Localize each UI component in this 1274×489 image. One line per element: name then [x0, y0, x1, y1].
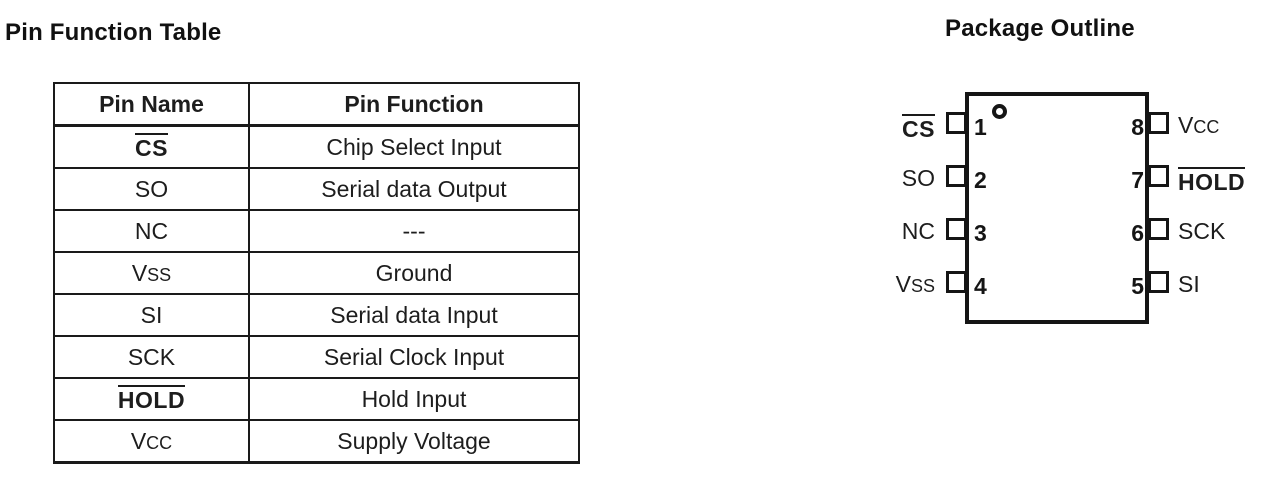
cell-pin-function: Serial Clock Input: [248, 335, 580, 379]
cell-pin-name: SO: [53, 167, 250, 211]
pin-label-so: SO: [901, 165, 935, 191]
pin-number-2: 2: [974, 167, 987, 193]
pin-number-4: 4: [974, 273, 987, 299]
cell-pin-function: Supply Voltage: [248, 419, 580, 464]
pin-pad-2: [946, 165, 967, 187]
pin-label-vcc: VCC: [1178, 112, 1220, 138]
pin-number-6: 6: [1131, 220, 1144, 246]
page-title-pin-function-table: Pin Function Table: [5, 19, 222, 46]
cell-pin-name: SI: [53, 293, 250, 337]
page-title-package-outline: Package Outline: [945, 15, 1135, 42]
pin-label-si: SI: [1178, 271, 1200, 297]
pin-pad-7: [1148, 165, 1169, 187]
cell-pin-function: Ground: [248, 251, 580, 295]
cell-pin-function: ---: [248, 209, 580, 253]
column-header-pin-name: Pin Name: [53, 82, 250, 127]
column-header-pin-function: Pin Function: [248, 82, 580, 127]
pin-number-5: 5: [1131, 273, 1144, 299]
pin-pad-8: [1148, 112, 1169, 134]
cell-pin-name: VSS: [53, 251, 250, 295]
pin-number-1: 1: [974, 114, 987, 140]
cell-pin-name: CS: [53, 124, 250, 169]
package-outline-diagram: 1 CS 2 SO 3 NC 4 VSS 8 VCC 7 HOLD 6 SCK 5 SI: [860, 60, 1274, 360]
pin-pad-1: [946, 112, 967, 134]
cell-pin-name: NC: [53, 209, 250, 253]
cell-pin-name: SCK: [53, 335, 250, 379]
cell-pin-name: HOLD: [53, 377, 250, 421]
pin-label-cs: CS: [902, 114, 935, 142]
pin-label-vss: VSS: [895, 271, 935, 297]
cell-pin-function: Chip Select Input: [248, 124, 580, 169]
chip-body-outline: [965, 92, 1149, 324]
pin-label-nc: NC: [901, 218, 935, 244]
pin1-marker-dot-icon: [992, 104, 1007, 119]
table-header: Pin Name Pin Function: [53, 82, 580, 127]
table-header-row: Pin Name Pin Function: [53, 82, 580, 127]
table-row: NC---: [53, 209, 580, 253]
pin-pad-3: [946, 218, 967, 240]
pin-pad-5: [1148, 271, 1169, 293]
pin-pad-6: [1148, 218, 1169, 240]
pin-label-hold: HOLD: [1178, 167, 1246, 195]
cell-pin-function: Serial data Input: [248, 293, 580, 337]
cell-pin-function: Serial data Output: [248, 167, 580, 211]
pin-number-7: 7: [1131, 167, 1144, 193]
pin-label-sck: SCK: [1178, 218, 1226, 244]
pin-pad-4: [946, 271, 967, 293]
pin-number-3: 3: [974, 220, 987, 246]
cell-pin-function: Hold Input: [248, 377, 580, 421]
pin-number-8: 8: [1131, 114, 1144, 140]
cell-pin-name: VCC: [53, 419, 250, 464]
